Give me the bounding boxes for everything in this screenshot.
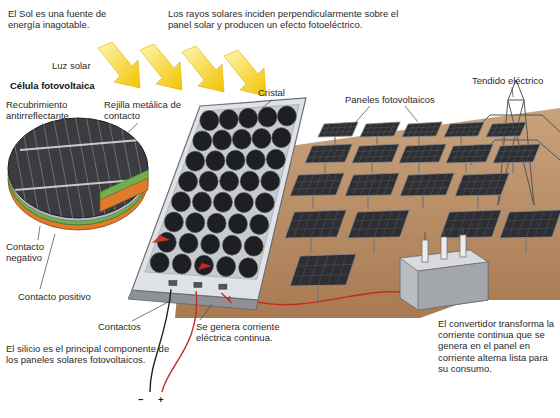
callout-label: Tendido eléctrico: [472, 75, 556, 86]
leader-line: [355, 106, 370, 123]
sun-rays: [98, 42, 266, 96]
pv-panel: [290, 173, 344, 196]
callout-label: Contacto positivo: [18, 291, 118, 302]
leader-line: [405, 106, 418, 122]
pv-panel: [486, 122, 526, 137]
pv-panel: [318, 122, 358, 137]
callout-label: Paneles fotovoltaicos: [345, 94, 465, 105]
callout-label: Cristal: [258, 87, 303, 98]
pv-panel: [440, 210, 501, 238]
leader-line: [512, 87, 513, 97]
leader-lines: [38, 87, 513, 321]
pv-panel: [446, 144, 493, 163]
leader-line: [262, 100, 272, 108]
callout-label: Recubrimiento antirreflectante: [6, 99, 86, 121]
leader-line: [42, 123, 48, 134]
ray-arrow: [140, 44, 182, 90]
ray-arrow: [98, 42, 140, 88]
pv-panel: [500, 210, 560, 238]
callout-label: Célula fotovoltaica: [10, 80, 105, 91]
callout-label: Se genera corriente eléctrica continua.: [196, 321, 316, 343]
callout-label: +: [158, 394, 168, 405]
callout-label: Contactos: [98, 321, 158, 332]
callout-label: Contacto negativo: [6, 241, 68, 263]
pv-panel: [493, 144, 540, 163]
pv-panel: [455, 173, 509, 196]
pv-panel: [345, 173, 399, 196]
callout-label: El silicio es el principal componente de…: [6, 343, 171, 365]
pv-panel: [285, 210, 346, 238]
pv-panel: [305, 144, 352, 163]
pv-panel: [400, 173, 454, 196]
pv-panel: [399, 144, 446, 163]
pv-panel: [352, 144, 399, 163]
solar-cell: [8, 110, 173, 230]
callout-label: El Sol es una fuente de energía inagotab…: [8, 8, 120, 30]
leader-line: [200, 304, 212, 320]
callout-label: Los rayos solares inciden perpendicularm…: [168, 8, 413, 30]
callout-label: Luz solar: [52, 60, 100, 71]
callout-label: −: [138, 394, 148, 405]
leader-line: [122, 123, 138, 138]
pv-panel: [402, 122, 442, 137]
pv-panel: [290, 254, 356, 286]
pv-panel: [360, 122, 400, 137]
callout-label: Rejilla metálica de contacto: [104, 99, 184, 121]
callout-label: El convertidor transforma la corriente c…: [438, 318, 556, 374]
pv-panel: [444, 122, 484, 137]
leader-line: [38, 226, 40, 240]
leader-line: [132, 300, 172, 321]
ray-arrow: [182, 46, 224, 92]
pv-panel: [348, 210, 409, 238]
